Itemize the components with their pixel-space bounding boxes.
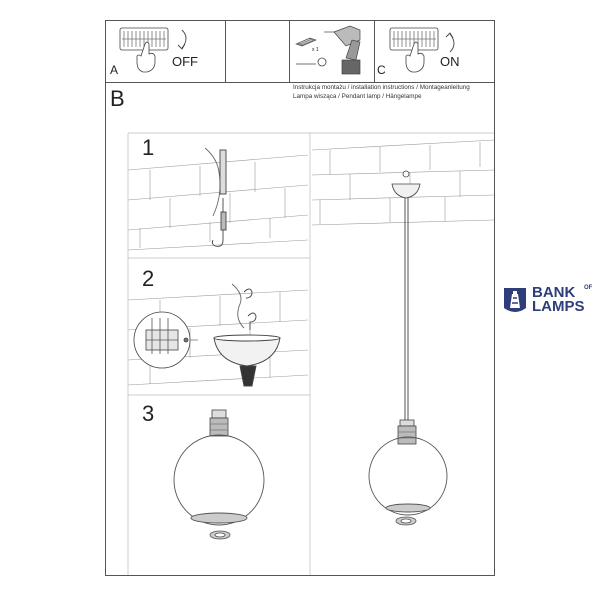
step-1-ceiling xyxy=(127,154,309,251)
right-ring xyxy=(395,516,417,526)
wall-plug-icon xyxy=(295,37,317,47)
step-2-canopy xyxy=(213,334,281,387)
logo-word-lamps: LAMPS xyxy=(532,298,585,315)
step-2-number: 2 xyxy=(142,266,155,291)
panel-a-off-label: OFF xyxy=(172,54,198,69)
tools-quantity: x 1 xyxy=(312,47,319,53)
right-ceiling xyxy=(311,139,495,226)
step-3-lampholder xyxy=(209,409,229,437)
section-b-panels xyxy=(127,132,494,575)
header-divider xyxy=(105,82,495,83)
hand-icon-c xyxy=(405,41,425,73)
drill-icon xyxy=(324,25,361,75)
logo-word-of: OF xyxy=(584,285,593,291)
step-1-number: 1 xyxy=(142,135,155,160)
panel-c-letter: C xyxy=(377,63,386,77)
panel-a-letter: A xyxy=(110,63,119,77)
step-3-ring xyxy=(209,530,231,540)
right-cable xyxy=(404,198,409,420)
tools-left-divider xyxy=(289,20,290,82)
panel-a-divider xyxy=(225,20,226,82)
step-3-glass-globe xyxy=(173,434,265,526)
right-canopy xyxy=(391,170,421,199)
instruction-sheet-frame xyxy=(105,20,495,576)
lighthouse-icon xyxy=(504,288,526,312)
section-b-letter: B xyxy=(110,86,125,111)
arrow-down-icon-a xyxy=(177,29,187,50)
terminal-block-detail xyxy=(133,311,198,369)
logo-word-bank: BANK xyxy=(532,284,576,301)
bank-of-lamps-logo: BANK OF LAMPS xyxy=(500,284,600,316)
hand-icon-a xyxy=(136,41,156,73)
step-3-number: 3 xyxy=(142,401,155,426)
arrow-up-icon-c xyxy=(445,32,455,53)
screw-hook-icon xyxy=(296,57,327,67)
caption-line-1: Instrukcja montażu / installation instru… xyxy=(293,84,470,91)
caption-line-2: Lampa wisząca / Pendant lamp / Hängelamp… xyxy=(293,93,422,100)
right-glass-globe xyxy=(368,436,448,516)
right-lampholder xyxy=(397,419,417,445)
step-1-plug-and-hook xyxy=(204,147,227,247)
panel-c-on-label: ON xyxy=(440,54,460,69)
step-2-cable-and-hook xyxy=(231,283,257,330)
tools-right-divider xyxy=(374,20,375,82)
